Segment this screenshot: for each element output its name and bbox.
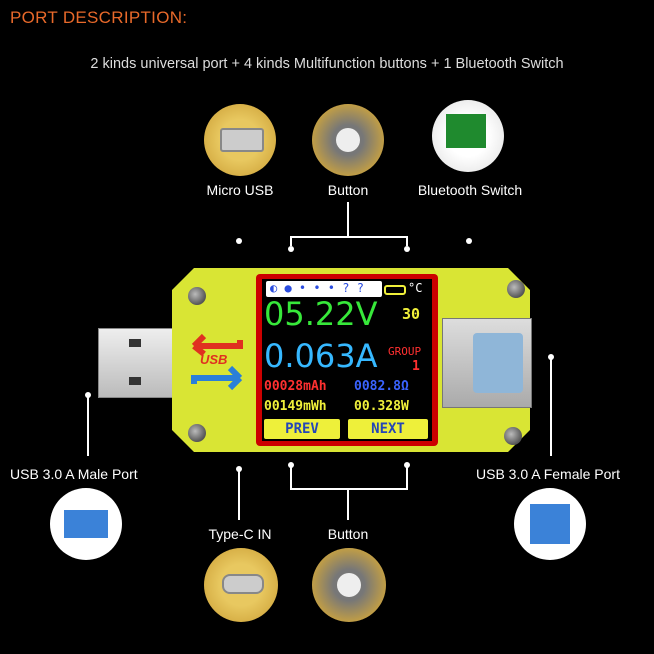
connector-line [290,488,408,490]
usb-male-photo [50,488,122,560]
lcd-screen: ◐ ● • • • ? ? °C 05.22V 30 0.063A GROUP … [262,279,432,441]
connector-line [290,236,408,238]
type-c-photo [204,548,278,622]
connector-dot [288,462,294,468]
current-value: 0.063A [264,337,378,375]
prev-button[interactable]: PREV [264,419,340,439]
connector-line [87,396,89,456]
connector-line [290,466,292,490]
connector-line [238,470,240,520]
screw-icon [504,427,522,445]
connector-line [550,358,552,456]
connector-dot [404,246,410,252]
usb-logo-icon [191,333,243,391]
status-bar: ◐ ● • • • ? ? [266,281,382,297]
connector-line [406,236,408,246]
connector-line [406,466,408,490]
capacity-value: 00028mAh [264,379,327,394]
group-label: GROUP [388,345,422,358]
usb-logo-text: USB [200,352,228,367]
connector-dot [236,466,242,472]
label-male-port: USB 3.0 A Male Port [10,466,138,482]
label-female-port: USB 3.0 A Female Port [476,466,620,482]
status-dots-icon: ◐ ● • • • ? ? [270,281,364,295]
voltage-value: 05.22V [264,295,378,333]
page-title: PORT DESCRIPTION: [10,8,188,27]
label-button-top: Button [327,182,369,198]
bluetooth-switch-photo [432,100,504,172]
micro-usb-photo [204,104,276,176]
thermometer-icon [384,285,406,295]
connector-dot [466,238,472,244]
temperature-unit: °C [408,281,423,295]
screw-icon [507,280,525,298]
label-micro-usb: Micro USB [206,182,274,198]
connector-dot [236,238,242,244]
connector-dot [404,462,410,468]
energy-value: 00149mWh [264,399,327,414]
connector-line [347,202,349,236]
screw-icon [188,287,206,305]
group-value: 1 [412,359,420,374]
page-subtitle: 2 kinds universal port + 4 kinds Multifu… [90,56,564,72]
usb-male-connector [98,328,176,398]
connector-dot [288,246,294,252]
label-button-bottom: Button [327,526,369,542]
power-value: 00.328W [354,399,409,414]
button-bottom-photo [312,548,386,622]
usb-female-photo [514,488,586,560]
next-button[interactable]: NEXT [348,419,428,439]
label-type-c: Type-C IN [208,526,272,542]
connector-line [347,488,349,520]
usb-female-connector [442,318,532,408]
connector-dot [548,354,554,360]
temperature-value: 30 [402,305,421,323]
connector-dot [85,392,91,398]
label-bluetooth-switch: Bluetooth Switch [417,182,523,198]
screw-icon [188,424,206,442]
resistance-value: 0082.8Ω [354,379,409,394]
button-top-photo [312,104,384,176]
connector-line [290,236,292,246]
